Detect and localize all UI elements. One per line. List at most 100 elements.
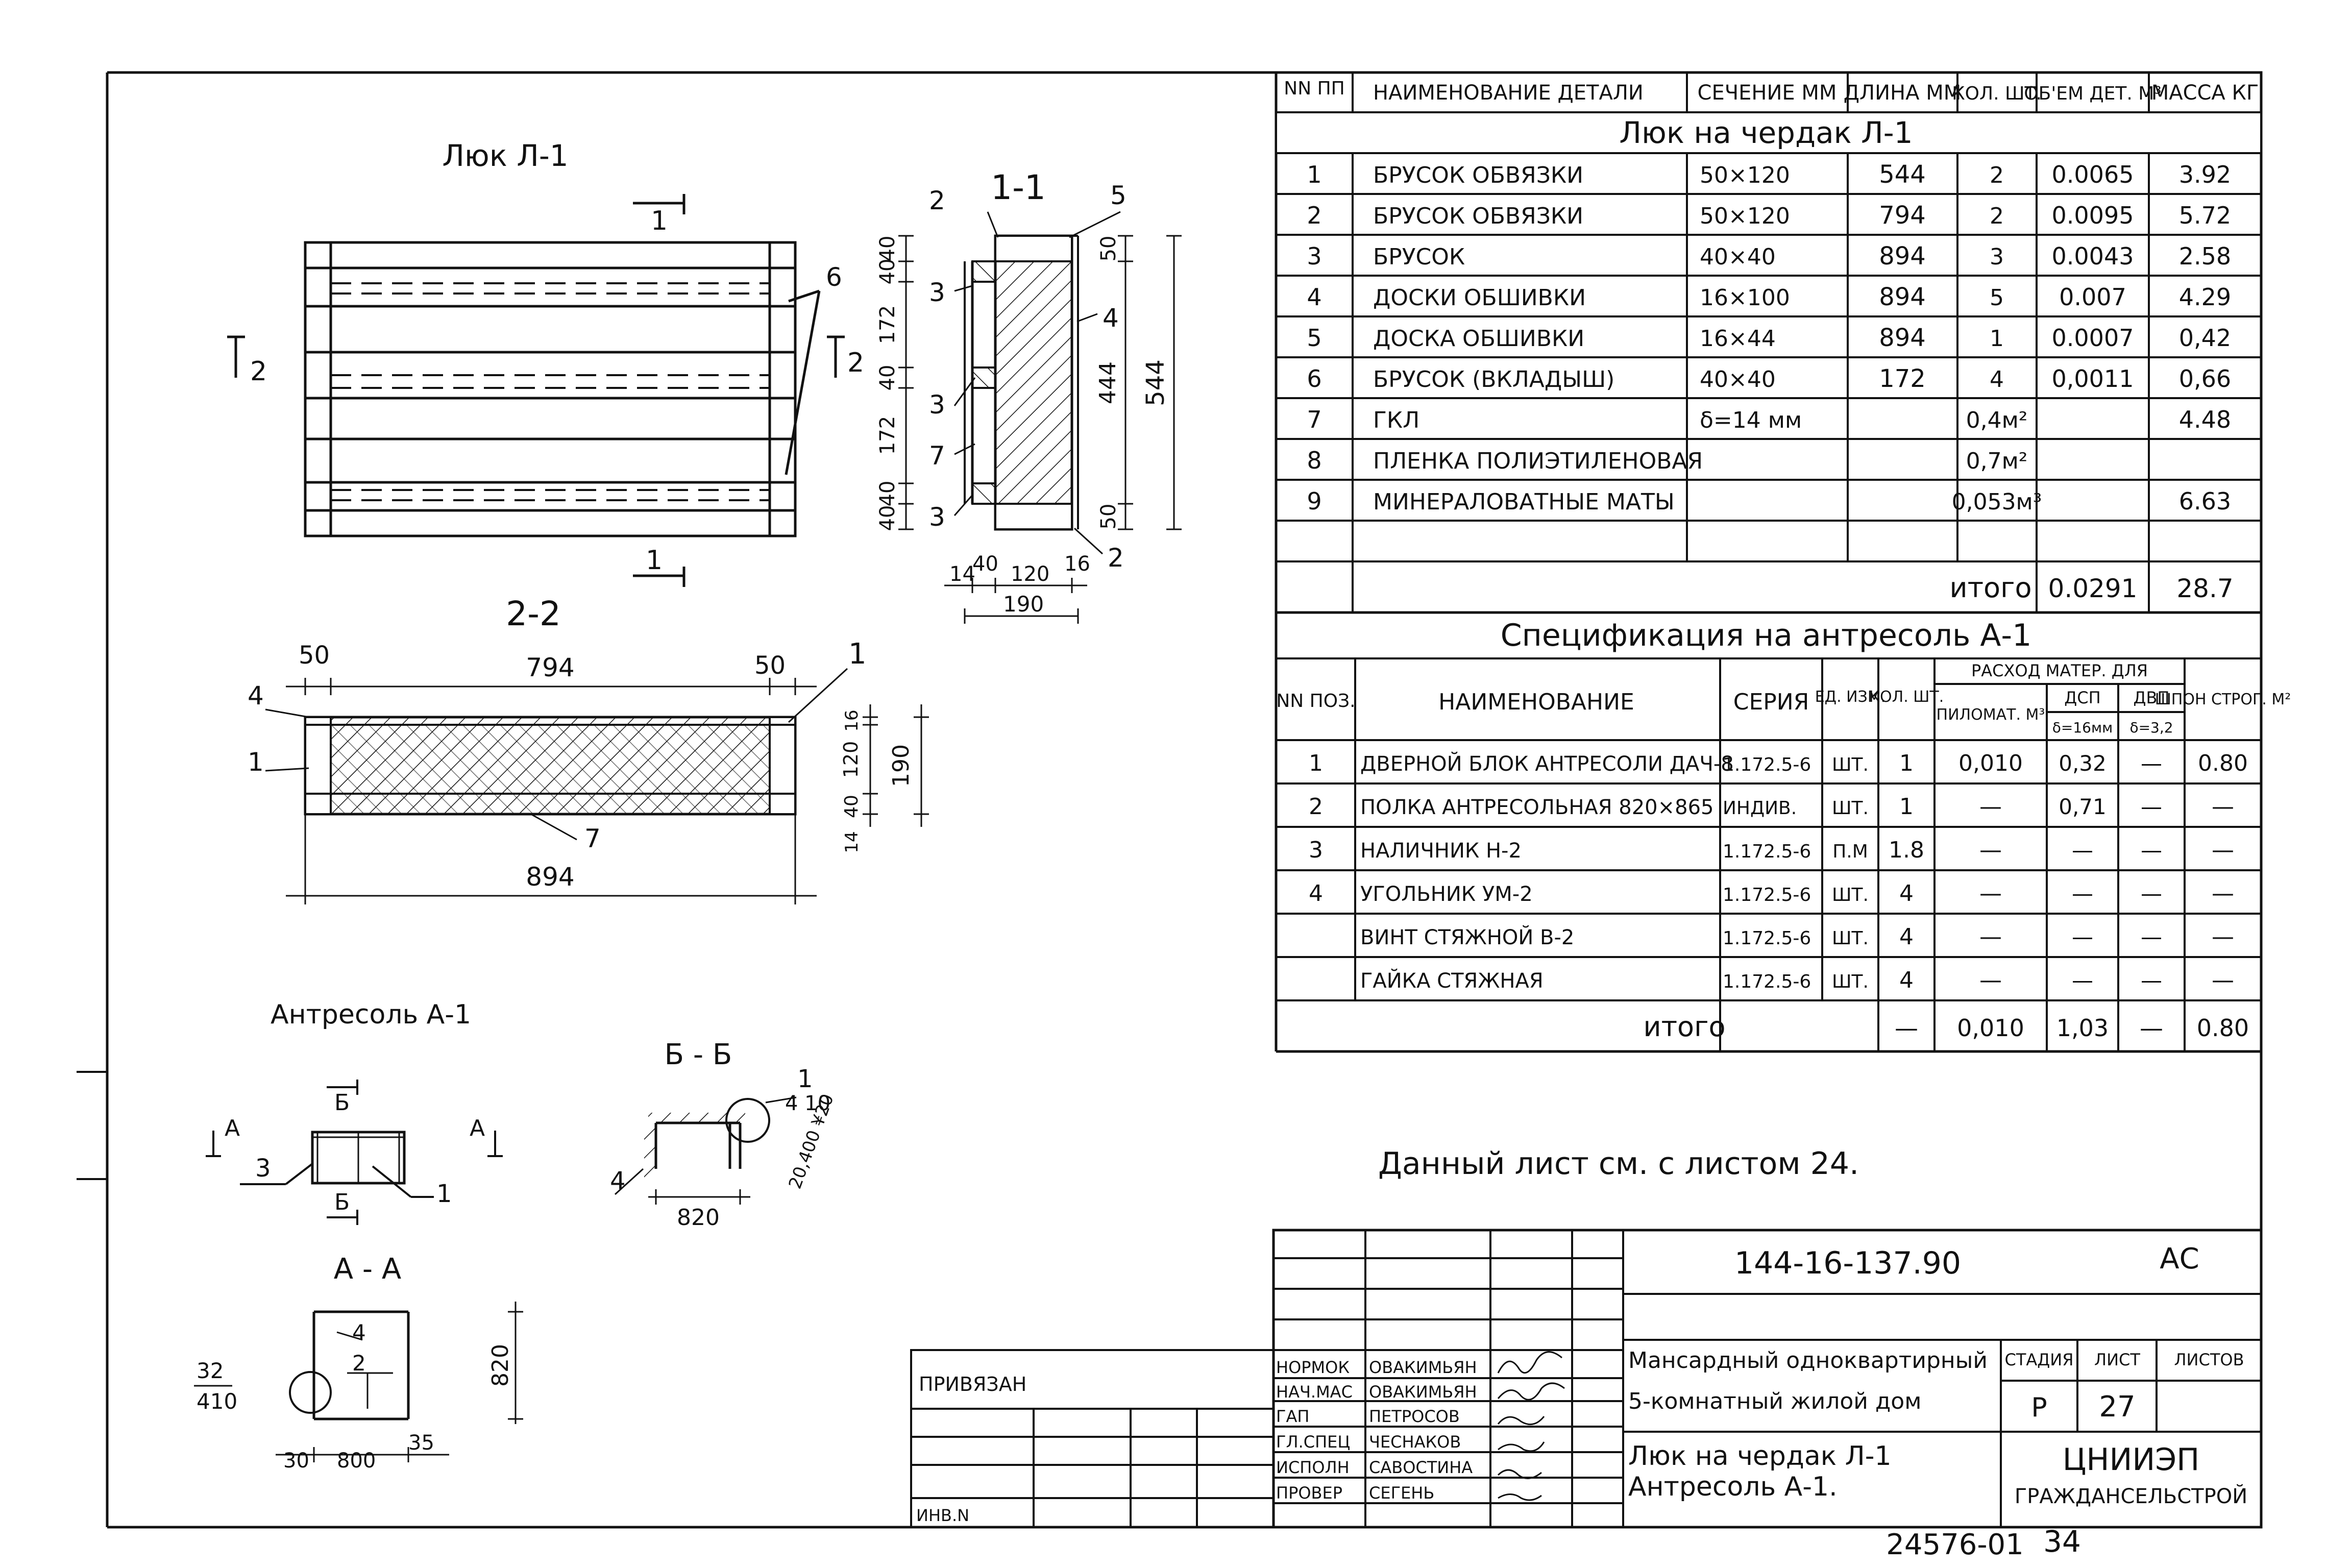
parts-cell-num: 8 — [1307, 447, 1321, 474]
spec-header-veneer: ШПОН СТРОГ. М² — [2155, 691, 2291, 708]
spec-cell-dsp: 0,71 — [2059, 794, 2107, 819]
parts-cell-qty: 0,4м² — [1966, 407, 2028, 433]
s11-dim-b40: 40 — [972, 552, 998, 576]
parts-cell-length: 794 — [1879, 201, 1926, 230]
title-role: ГАП — [1276, 1407, 1309, 1426]
spec-cell-unit: ШТ. — [1832, 754, 1869, 775]
parts-cell-name: БРУСОК (ВКЛАДЫШ) — [1373, 366, 1614, 393]
spec-cell-lumber: — — [1979, 794, 2002, 820]
parts-cell-section: 50×120 — [1700, 162, 1790, 188]
parts-cell-length: 172 — [1879, 364, 1926, 393]
s11-dim-b14: 14 — [949, 562, 975, 586]
spec-cell-lumber: — — [1979, 837, 2002, 863]
s22-dim-16: 16 — [842, 709, 862, 731]
spec-cell-dsp: — — [2072, 924, 2093, 949]
parts-cell-section: δ=14 мм — [1700, 407, 1802, 433]
spec-cell-unit: ШТ. — [1832, 928, 1869, 949]
title-organization-line-1: ЦНИИЭП — [2063, 1442, 2199, 1478]
spec-cell-veneer: 0.80 — [2198, 750, 2248, 776]
parts-cell-length: 894 — [1879, 283, 1926, 311]
parts-cell-name: БРУСОК — [1373, 244, 1465, 270]
parts-header-volume: ОБ'ЕМ ДЕТ. М³ — [2024, 83, 2161, 104]
hatch-section-mark-bottom: 1 — [646, 545, 663, 576]
spec-cell-series: 1.172.5-6 — [1723, 885, 1811, 905]
spec-cell-pos: 4 — [1309, 880, 1323, 906]
spec-cell-series: 1.172.5-6 — [1723, 971, 1811, 992]
parts-cell-name: ДОСКА ОБШИВКИ — [1373, 326, 1584, 352]
spec-cell-name: ГАЙКА СТЯЖНАЯ — [1360, 968, 1544, 993]
parts-cell-mass: 0,66 — [2179, 365, 2231, 393]
spec-header-dsp: ДСП — [2064, 688, 2100, 707]
parts-cell-volume: 0.0043 — [2052, 242, 2134, 270]
parts-header-name: НАИМЕНОВАНИЕ ДЕТАЛИ — [1373, 81, 1644, 105]
parts-cell-num: 9 — [1307, 487, 1321, 515]
hatch-plan-title: Люк Л-1 — [442, 138, 568, 173]
s11-callout-3b: 3 — [929, 390, 945, 420]
s22-callout-1-left: 1 — [248, 747, 264, 777]
parts-cell-volume: 0.0007 — [2052, 324, 2134, 352]
s22-dim-190: 190 — [888, 744, 914, 787]
parts-cell-num: 2 — [1307, 202, 1321, 229]
spec-header-series: СЕРИЯ — [1733, 689, 1809, 715]
s11-dim-b120: 120 — [1011, 562, 1049, 586]
spec-cell-lumber: 0,010 — [1958, 750, 2023, 776]
spec-cell-dsp: — — [2072, 838, 2093, 863]
s22-dim-794: 794 — [526, 653, 574, 682]
title-tied-label: ПРИВЯЗАН — [919, 1373, 1026, 1395]
title-sheet-label: ЛИСТ — [2094, 1350, 2140, 1369]
spec-total-dvp: — — [2140, 1014, 2163, 1042]
aa-dim-35: 35 — [408, 1431, 434, 1455]
spec-header-group: РАСХОД МАТЕР. ДЛЯ — [1971, 661, 2148, 680]
parts-cell-name: БРУСОК ОБВЯЗКИ — [1373, 162, 1583, 188]
s22-callout-4: 4 — [248, 681, 264, 710]
hatch-section-2-2: 2-2 — [248, 594, 929, 904]
spec-cell-pos: 1 — [1309, 750, 1323, 776]
s11-dim-v40a: 40 — [876, 236, 899, 262]
parts-cell-section: 16×44 — [1700, 326, 1776, 352]
bb-callout-4: 4 — [610, 1167, 626, 1195]
s22-dim-120: 120 — [840, 741, 862, 778]
parts-total-label: итого — [1950, 572, 2032, 604]
bb-dim-820: 820 — [677, 1205, 720, 1231]
antresol-callout-3: 3 — [255, 1154, 271, 1183]
title-project-line-2: 5-комнатный жилой дом — [1628, 1388, 1921, 1414]
s11-callout-3a: 3 — [929, 278, 945, 307]
s11-dim-v40d: 40 — [876, 481, 899, 507]
spec-header-dvp-thickness: δ=3,2 — [2129, 719, 2173, 736]
spec-cell-qty: 1 — [1899, 750, 1914, 776]
spec-table: Спецификация на антресоль А-1 NN ПОЗ. — [1275, 612, 2291, 1053]
parts-cell-name: ПЛЕНКА ПОЛИЭТИЛЕНОВАЯ — [1373, 448, 1703, 474]
spec-table-title: Спецификация на антресоль А-1 — [1501, 618, 2032, 653]
parts-cell-num: 1 — [1307, 161, 1321, 188]
title-name: САВОСТИНА — [1369, 1458, 1473, 1477]
s11-dim-v40e: 40 — [876, 505, 899, 531]
s22-dim-894: 894 — [526, 862, 574, 892]
spec-cell-name: ДВЕРНОЙ БЛОК АНТРЕСОЛИ ДАЧ-8 — [1360, 751, 1734, 776]
bb-fraction-4-10: 4 10 — [785, 1092, 830, 1115]
spec-cell-dvp: — — [2141, 794, 2162, 819]
parts-cell-mass: 5.72 — [2179, 202, 2231, 229]
spec-cell-unit: П.М — [1832, 841, 1868, 862]
parts-cell-length: 894 — [1879, 242, 1926, 271]
aa-callout-2: 2 — [352, 1351, 366, 1376]
parts-table-title: Люк на чердак Л-1 — [1619, 115, 1913, 150]
parts-cell-section: 16×100 — [1700, 285, 1790, 311]
antresol-title: Антресоль А-1 — [271, 999, 471, 1030]
parts-cell-name: ГКЛ — [1373, 407, 1419, 433]
title-project-line-1: Мансардный одноквартирный — [1628, 1348, 1988, 1374]
parts-cell-name: МИНЕРАЛОВАТНЫЕ МАТЫ — [1373, 489, 1675, 515]
spec-cell-name: ПОЛКА АНТРЕСОЛЬНАЯ 820×865 — [1360, 796, 1713, 819]
parts-cell-mass: 2.58 — [2179, 242, 2231, 270]
parts-cell-name: БРУСОК ОБВЯЗКИ — [1373, 203, 1583, 229]
title-role: НОРМОК — [1276, 1358, 1350, 1377]
spec-cell-dsp: — — [2072, 881, 2093, 906]
parts-cell-num: 3 — [1307, 242, 1321, 270]
parts-cell-length: 544 — [1879, 160, 1926, 189]
parts-cell-name: ДОСКИ ОБШИВКИ — [1373, 285, 1586, 311]
spec-header-lumber: ПИЛОМАТ. М³ — [1937, 706, 2045, 724]
antresol-mark-b-bottom: Б — [334, 1189, 350, 1215]
aa-dim-800: 800 — [337, 1449, 376, 1473]
s11-callout-4: 4 — [1103, 303, 1119, 333]
